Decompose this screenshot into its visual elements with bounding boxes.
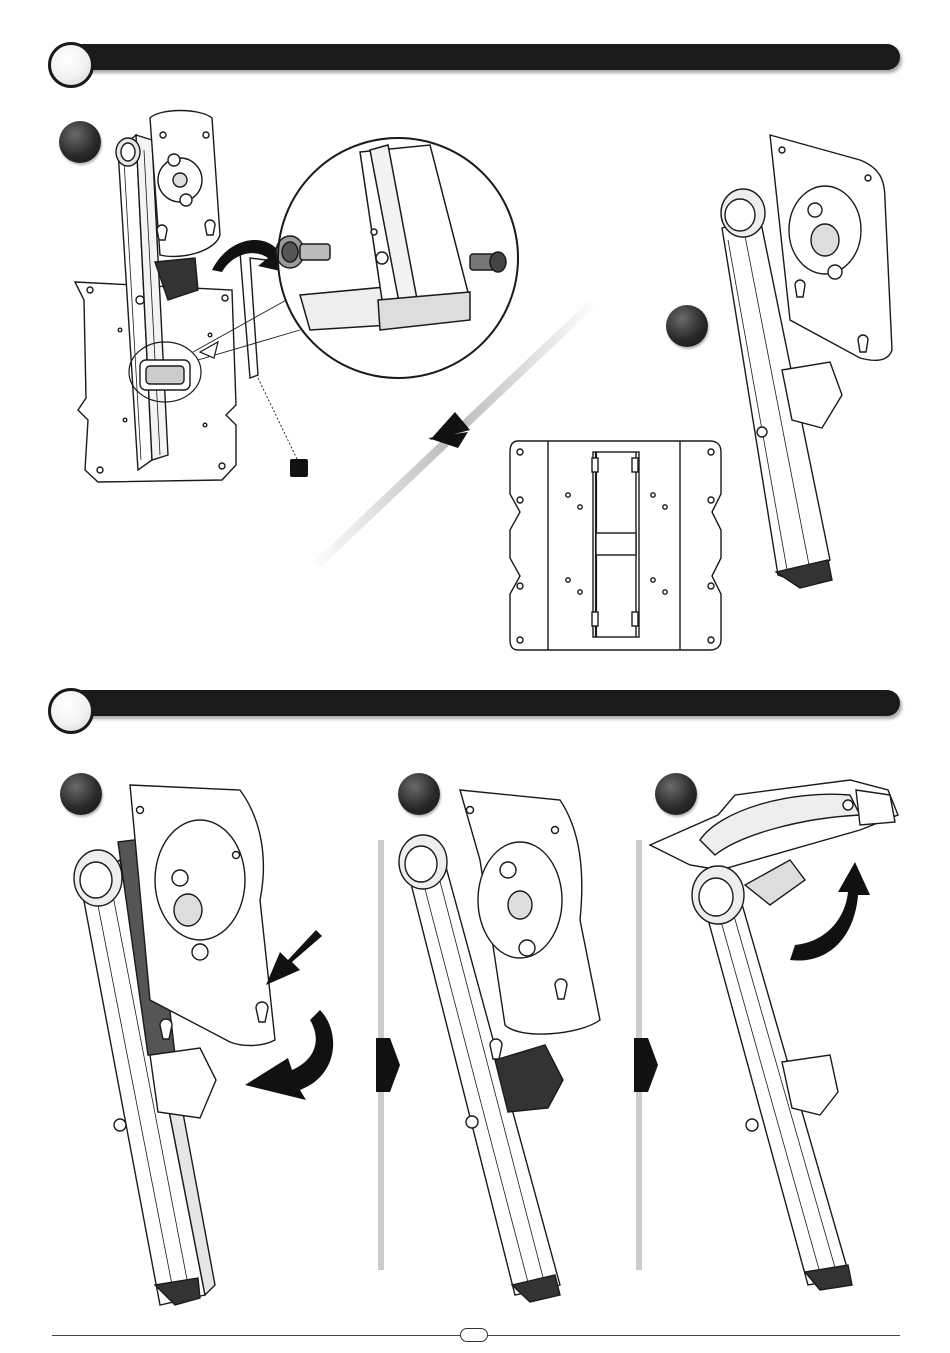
next-step-arrow-icon (634, 1038, 658, 1092)
bottom-step-b (399, 790, 600, 1302)
page-number-tab (460, 1328, 488, 1342)
top-left-assembly (75, 111, 236, 483)
next-step-arrow-icon (428, 412, 470, 448)
bottom-step-a (74, 785, 275, 1305)
bottom-step-c (650, 780, 898, 1290)
vesa-plate (510, 441, 721, 650)
push-arrow-icon (266, 930, 322, 985)
zoom-detail (276, 138, 518, 378)
next-step-arrow-icon (376, 1038, 400, 1092)
top-right-assembly (721, 135, 892, 588)
